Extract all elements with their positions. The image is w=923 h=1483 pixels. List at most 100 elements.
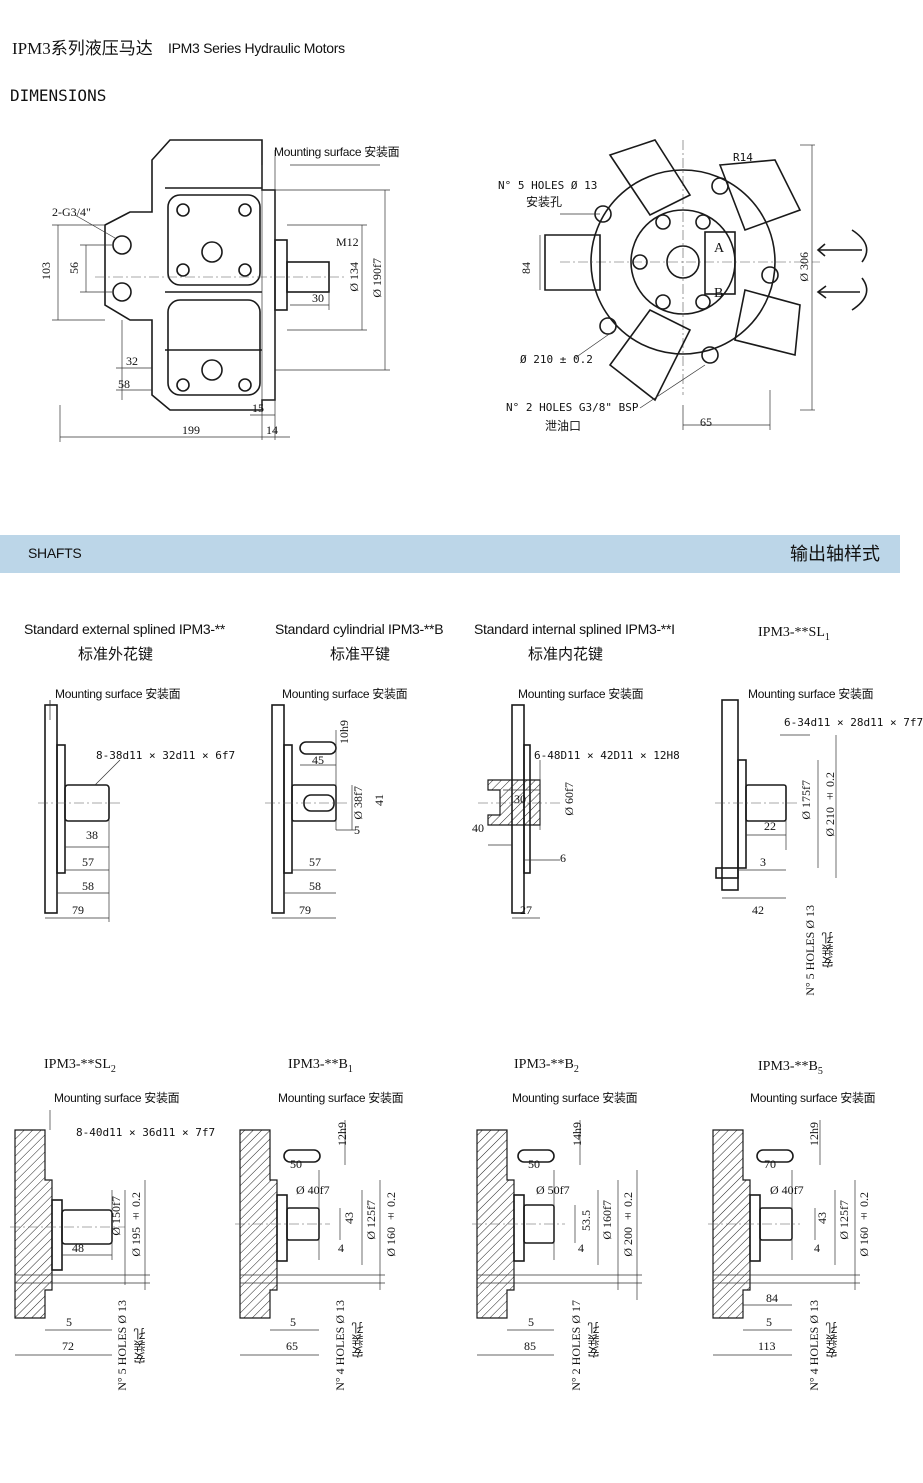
dim-m12: M12 [336,235,359,249]
shaft-5-holes-cn: 安装孔 [133,1328,147,1364]
shaft-1-drawing [38,700,121,922]
dim-56: 56 [67,262,81,274]
shaft-2-dia: Ø 38f7 [351,786,365,820]
shaft-8-d5: 5 [766,1315,772,1329]
shaft-4-holes-cn: 安装孔 [821,932,835,968]
shaft-8-drawing [708,1120,860,1356]
shaft-8-holes: N° 4 HOLES Ø 13 [807,1300,821,1391]
shaft-8-d70: 70 [764,1157,776,1171]
front-view-drawing [539,139,868,430]
shaft-2-mounting: Mounting surface 安装面 [282,687,408,701]
dim-103: 103 [39,262,53,280]
holes-label: N° 5 HOLES Ø 13 [498,179,598,192]
shaft-2-title-cn: 标准平键 [330,647,391,663]
shaft-4-d42: 42 [752,903,764,917]
dim-30: 30 [312,291,324,305]
dim-d134: Ø 134 [347,262,361,292]
shaft-6-holes: N° 4 HOLES Ø 13 [333,1300,347,1391]
shaft-5-holes: N° 5 HOLES Ø 13 [115,1300,129,1391]
shaft-2-title: Standard cylindrial IPM3-**B [275,621,444,637]
shaft-4-holes: N° 5 HOLES Ø 13 [803,905,817,996]
shaft-5-d48: 48 [72,1241,84,1255]
port-a: A [714,241,725,256]
dim-15: 15 [252,401,264,415]
shaft-7-d50: 50 [528,1157,540,1171]
shaft-7-dia3: Ø 200 ± 0.2 [621,1192,635,1257]
shaft-8-dia3: Ø 160 ± 0.2 [857,1192,871,1257]
shaft-4-d22: 22 [764,819,776,833]
shaft-6-d65: 65 [286,1339,298,1353]
shaft-7-d85: 85 [524,1339,536,1353]
shaft-1-spec: 8-38d11 × 32d11 × 6f7 [96,749,236,762]
dim-d190: Ø 190f7 [370,258,384,298]
shaft-2-d57: 57 [309,855,321,869]
shaft-3-d27: 27 [520,903,532,917]
title-cn: IPM3系列液压马达 [12,39,153,58]
shaft-2-d79: 79 [299,903,311,917]
dim-84: 84 [519,262,533,274]
drain-cn: 泄油口 [545,419,582,433]
shafts-label-en: SHAFTS [28,545,82,561]
shaft-8-dia: Ø 40f7 [770,1183,804,1197]
shaft-6-title: IPM3-**B1 [288,1057,353,1075]
dim-32: 32 [126,354,138,368]
drain-label: N° 2 HOLES G3/8" BSP [506,401,639,414]
side-view-drawing [52,139,390,442]
shaft-6-d5: 5 [290,1315,296,1329]
shaft-4-spec: 6-34d11 × 28d11 × 7f7 [784,716,923,729]
shaft-1-title: Standard external splined IPM3-** [24,621,225,637]
shaft-6-dia3: Ø 160 ± 0.2 [384,1192,398,1257]
dim-d210: Ø 210 ± 0.2 [520,353,593,366]
shaft-3-spec: 6-48D11 × 42D11 × 12H8 [534,749,680,762]
title-en: IPM3 Series Hydraulic Motors [168,40,345,56]
shaft-7-title: IPM3-**B2 [514,1057,579,1075]
shaft-3-d40: 40 [472,821,484,835]
shaft-7-mounting: Mounting surface 安装面 [512,1091,638,1105]
shaft-6-d4: 4 [338,1241,344,1255]
shaft-3-title-cn: 标准内花键 [528,647,604,663]
shaft-7-key: 14h9 [570,1122,584,1146]
shaft-7-dia2: Ø 160f7 [600,1200,614,1240]
shaft-6-mounting: Mounting surface 安装面 [278,1091,404,1105]
shaft-8-d43: 43 [815,1212,829,1224]
shaft-7-drawing [472,1120,642,1356]
shaft-3-mounting: Mounting surface 安装面 [518,687,644,701]
shaft-3-d6: 6 [560,851,566,865]
shaft-5-d72: 72 [62,1339,74,1353]
shaft-4-d3: 3 [760,855,766,869]
shaft-2-key: 10h9 [337,720,351,744]
shaft-8-holes-cn: 安装孔 [825,1322,839,1358]
shaft-7-dia: Ø 50f7 [536,1183,570,1197]
shaft-1-d57: 57 [82,855,94,869]
shaft-1-title-cn: 标准外花键 [78,647,154,663]
shaft-5-mounting: Mounting surface 安装面 [54,1091,180,1105]
shaft-3-drawing [478,704,560,919]
r14-label: R14 [733,151,753,164]
dim-65: 65 [700,415,712,429]
holes-cn: 安装孔 [526,195,563,209]
dim-199: 199 [182,423,200,437]
shaft-5-d5: 5 [66,1315,72,1329]
shaft-2-d5: 5 [354,823,360,837]
shaft-8-d84: 84 [766,1291,778,1305]
dim-58: 58 [118,377,130,391]
shaft-4-dia2: Ø 210 ± 0.2 [823,772,837,837]
shaft-6-holes-cn: 安装孔 [351,1322,365,1358]
shaft-3-dia: Ø 60f7 [562,782,576,816]
port-b: B [714,286,724,301]
shaft-6-key: 12h9 [335,1122,349,1146]
shaft-7-d53: 53.5 [579,1210,593,1231]
shaft-7-holes: N° 2 HOLES Ø 17 [569,1300,583,1391]
shaft-8-d113: 113 [758,1339,776,1353]
shaft-7-holes-cn: 安装孔 [587,1322,601,1358]
shaft-5-dia2: Ø 195 ± 0.2 [129,1192,143,1257]
shaft-1-mounting: Mounting surface 安装面 [55,687,181,701]
shaft-6-drawing [235,1120,385,1356]
shaft-6-d50: 50 [290,1157,302,1171]
shaft-1-d38: 38 [86,828,98,842]
shaft-5-spec: 8-40d11 × 36d11 × 7f7 [76,1126,216,1139]
shaft-6-dia2: Ø 125f7 [364,1200,378,1240]
shaft-6-d43: 43 [342,1212,356,1224]
shaft-1-d58: 58 [82,879,94,893]
shafts-section-bar [0,535,900,573]
